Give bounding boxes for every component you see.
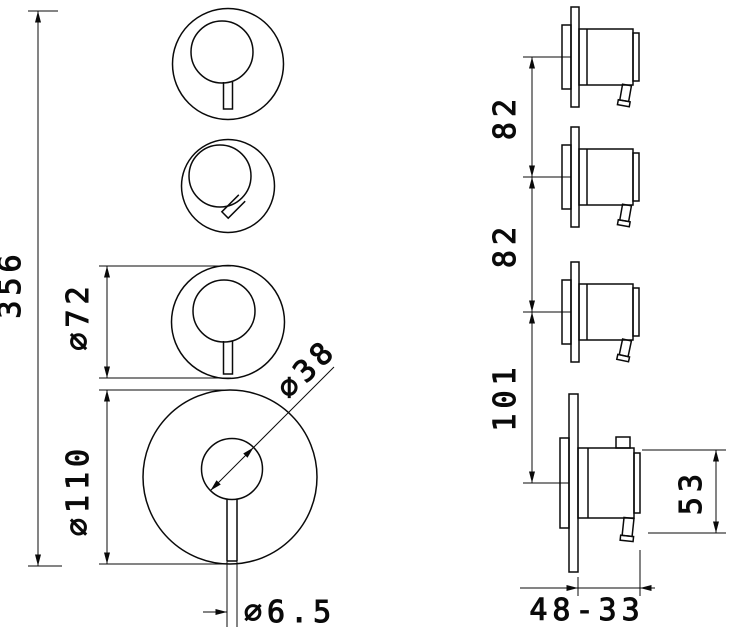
front-knob-2 xyxy=(180,138,276,234)
dim-label-handle-diameter: ⌀38 xyxy=(270,332,344,406)
side-view-3-stem xyxy=(615,338,633,363)
side-views xyxy=(559,6,641,573)
dim-stem-diameter: ⌀6.5 xyxy=(203,561,336,631)
side-view-1 xyxy=(561,6,640,108)
side-view-4-stem xyxy=(619,516,635,543)
dim-valve-spacing: 82 82 101 xyxy=(488,56,571,484)
dim-label-handle-length: 53 xyxy=(674,469,709,515)
dim-large-knob-diameter: ⌀110 xyxy=(61,389,232,565)
dim-label-spacing-top: 82 xyxy=(488,94,523,140)
side-view-2 xyxy=(561,126,640,228)
dim-label-overall-height: 356 xyxy=(0,249,28,318)
front-view xyxy=(142,7,318,565)
side-view-4-thermostatic xyxy=(559,393,641,573)
front-knob-3 xyxy=(170,264,286,380)
knob-3-lever xyxy=(222,341,234,375)
dim-handle-diameter: ⌀38 xyxy=(210,332,345,491)
dim-label-depth-range: 48-33 xyxy=(529,593,644,628)
front-knob-1 xyxy=(171,7,285,121)
front-knob-4-thermostatic xyxy=(142,389,318,565)
side-view-2-stem xyxy=(616,203,633,228)
dim-label-large-knob-diameter: ⌀110 xyxy=(61,444,96,536)
dim-label-stem-diameter: ⌀6.5 xyxy=(244,595,336,630)
dim-overall-height: 356 xyxy=(0,10,62,567)
knob-4-lever xyxy=(226,499,238,562)
knob-1-lever xyxy=(222,82,234,110)
dim-label-small-knob-diameter: ⌀72 xyxy=(61,281,96,350)
dim-depth-range: 48-33 xyxy=(520,550,655,629)
side-view-1-stem xyxy=(616,83,633,108)
dim-small-knob-diameter: ⌀72 xyxy=(61,265,231,379)
side-view-3 xyxy=(561,261,640,363)
dim-handle-length: 53 xyxy=(642,449,726,534)
dim-label-spacing-bottom: 101 xyxy=(488,362,523,431)
side-view-4-top-button xyxy=(615,436,631,449)
knob-2-lever xyxy=(220,194,246,220)
dim-label-spacing-middle: 82 xyxy=(488,222,523,268)
